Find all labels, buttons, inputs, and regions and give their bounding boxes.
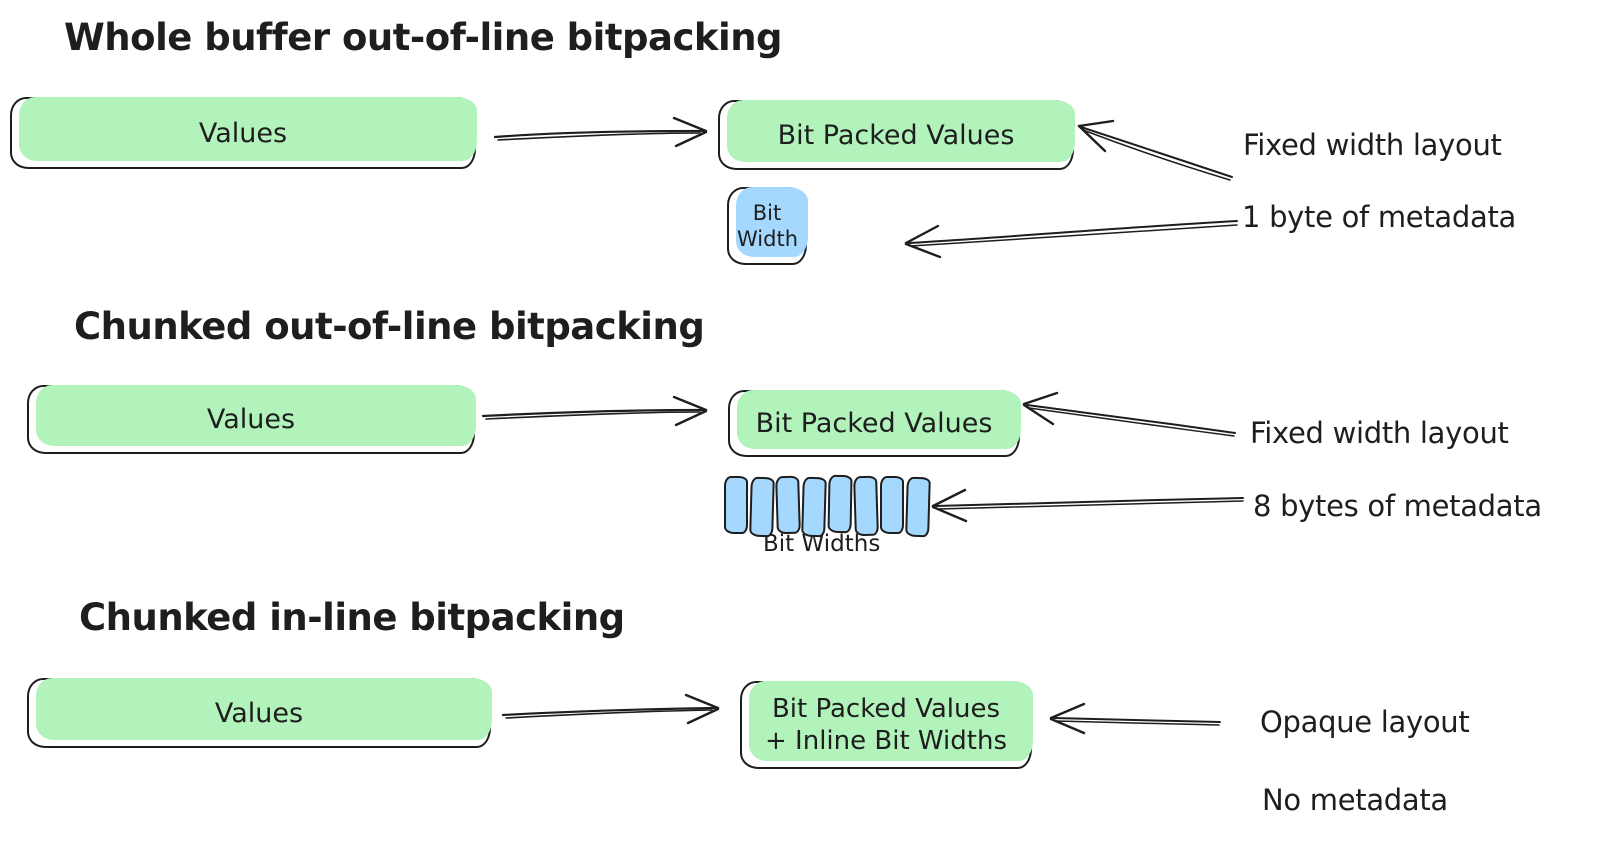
section1-layout-note: Fixed width layout [1243,128,1502,162]
section1-values-box: Values [10,97,476,169]
section3-values-label: Values [214,697,304,729]
arrow-s2-layout-note-to-packed [1022,391,1236,437]
arrow-s1-layout-note-to-packed [1077,119,1233,181]
arrow-s2-metadata-note-to-cells [931,488,1244,523]
arrow-s2-values-to-packed [481,395,708,427]
bit-width-cell [724,476,748,534]
section1-bit-width-box: Bit Width [727,187,807,265]
arrow-s1-values-to-packed [493,116,708,148]
section3-packed-label-line2: + Inline Bit Widths [765,726,1007,756]
section1-values-label: Values [198,117,288,149]
bit-width-cell [880,476,904,534]
section1-title: Whole buffer out-of-line bitpacking [64,16,783,59]
section2-layout-note: Fixed width layout [1250,416,1509,450]
bit-width-cell [775,475,801,535]
section2-values-box: Values [27,385,475,454]
section3-title: Chunked in-line bitpacking [79,596,625,639]
section3-bit-packed-inline-box: Bit Packed Values + Inline Bit Widths [740,681,1032,769]
section3-metadata-note: No metadata [1262,783,1448,817]
section3-layout-note: Opaque layout [1260,705,1470,739]
section1-metadata-note: 1 byte of metadata [1242,200,1516,234]
arrow-s1-metadata-note-to-bitwidth [904,220,1238,259]
section1-bit-packed-values-box: Bit Packed Values [718,100,1074,170]
section3-packed-label-line1: Bit Packed Values [771,693,1001,724]
section3-values-box: Values [27,678,491,748]
section1-bit-packed-values-label: Bit Packed Values [777,119,1015,151]
arrow-s3-layout-note-to-packed [1049,702,1221,735]
section2-bit-width-cells [724,474,931,538]
section2-bit-packed-values-label: Bit Packed Values [755,408,993,439]
bit-width-cell [801,476,827,538]
section2-bit-packed-values-box: Bit Packed Values [728,390,1020,457]
bit-width-cell [749,476,775,538]
section2-values-label: Values [206,404,296,435]
arrow-s3-values-to-packed [501,693,720,725]
section2-title: Chunked out-of-line bitpacking [74,305,705,348]
bit-width-cell [853,475,879,537]
bit-width-cell [827,474,853,534]
section2-metadata-note: 8 bytes of metadata [1253,489,1542,523]
section1-bit-width-label: Bit Width [737,200,799,251]
bit-width-cell [905,476,931,538]
